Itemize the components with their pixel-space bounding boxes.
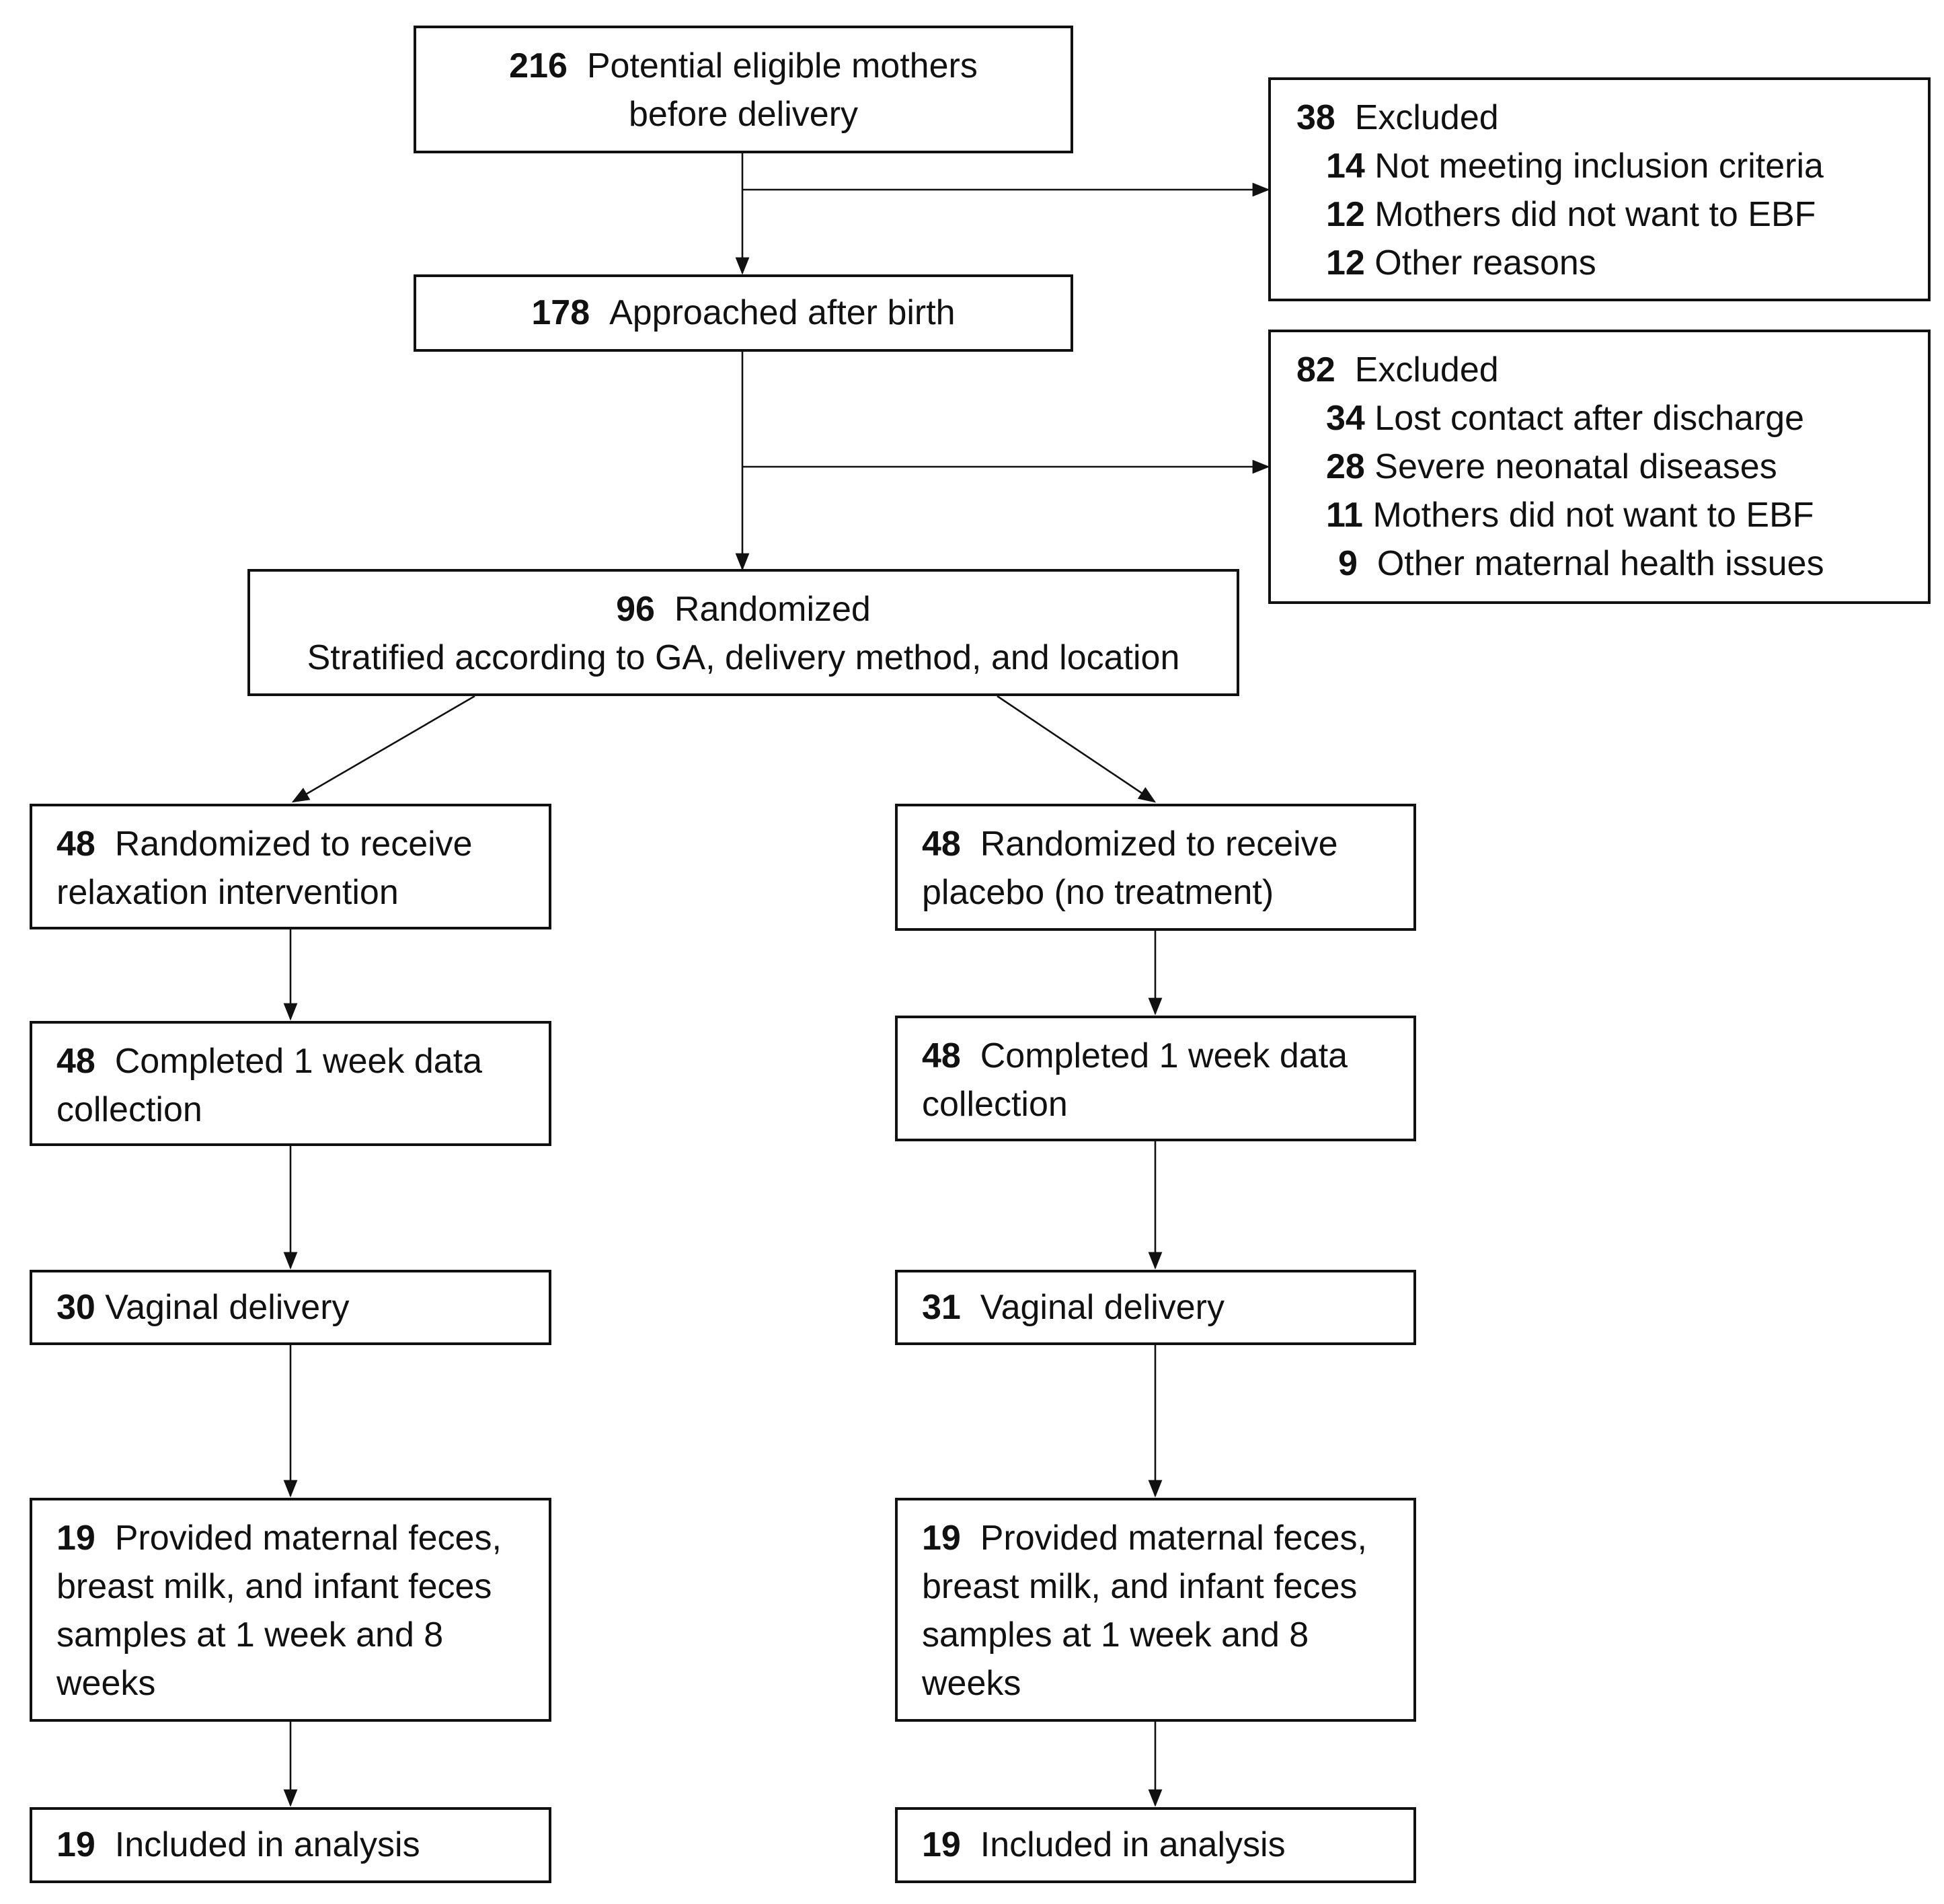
left-vaginal-count: 30 xyxy=(56,1288,95,1327)
right-samples-label-3: samples at 1 week and 8 xyxy=(922,1615,1309,1654)
excluded-box-2: 82 Excluded 34 Lost contact after discha… xyxy=(1268,330,1931,604)
right-vaginal-count: 31 xyxy=(922,1288,961,1327)
left-week1-line1: 48 Completed 1 week data xyxy=(32,1037,549,1086)
right-arm-line1: 48 Randomized to receive xyxy=(898,820,1413,868)
right-samples-line1: 19 Provided maternal feces, xyxy=(898,1514,1413,1562)
right-samples-count: 19 xyxy=(922,1519,961,1558)
randomized-label: Randomized xyxy=(674,590,871,629)
potential-label-2: before delivery xyxy=(628,95,859,134)
right-week1-label-1: Completed 1 week data xyxy=(980,1036,1348,1075)
left-week1-label-1: Completed 1 week data xyxy=(114,1042,483,1081)
excluded2-reason-label: Mothers did not want to EBF xyxy=(1372,496,1814,535)
left-analysis-label: Included in analysis xyxy=(114,1825,420,1864)
right-week1-count: 48 xyxy=(922,1036,961,1075)
potential-label-1: Potential eligible mothers xyxy=(586,46,978,85)
right-analysis-box: 19 Included in analysis xyxy=(895,1807,1416,1883)
excluded1-reason-count: 12 xyxy=(1326,243,1365,282)
right-vaginal-label: Vaginal delivery xyxy=(980,1288,1224,1327)
right-arm-count: 48 xyxy=(922,825,961,864)
excluded1-reason: 12 Other reasons xyxy=(1271,239,1928,287)
right-samples-box: 19 Provided maternal feces, breast milk,… xyxy=(895,1498,1416,1722)
right-vaginal-line: 31 Vaginal delivery xyxy=(898,1283,1413,1332)
right-analysis-line: 19 Included in analysis xyxy=(898,1821,1413,1869)
right-arm-label-1: Randomized to receive xyxy=(980,825,1338,864)
excluded2-count: 82 xyxy=(1296,350,1335,389)
arrow-randomized-to-left-arm xyxy=(291,695,475,803)
excluded1-reason: 12 Mothers did not want to EBF xyxy=(1271,190,1928,239)
excluded2-reason-count: 9 xyxy=(1338,544,1358,583)
left-vaginal-box: 30 Vaginal delivery xyxy=(30,1270,551,1345)
excluded1-label: Excluded xyxy=(1354,98,1499,137)
randomized-count: 96 xyxy=(616,590,655,629)
approached-line: 178 Approached after birth xyxy=(416,289,1071,337)
excluded2-reason: 11 Mothers did not want to EBF xyxy=(1271,491,1928,539)
excluded1-reason-label: Not meeting inclusion criteria xyxy=(1374,147,1824,186)
left-samples-label-3: samples at 1 week and 8 xyxy=(56,1615,444,1654)
left-analysis-count: 19 xyxy=(56,1825,95,1864)
approached-count: 178 xyxy=(531,293,590,332)
excluded1-heading: 38 Excluded xyxy=(1271,93,1928,142)
left-arm-label-2: relaxation intervention xyxy=(56,873,399,912)
right-arm-label-2: placebo (no treatment) xyxy=(922,873,1274,912)
right-week1-line1: 48 Completed 1 week data xyxy=(898,1032,1413,1080)
potential-eligible-box: 216 Potential eligible mothers before de… xyxy=(414,26,1073,153)
arrow-randomized-to-right-arm xyxy=(997,695,1157,803)
excluded2-reason-count: 28 xyxy=(1326,447,1365,486)
excluded1-reason-count: 12 xyxy=(1326,195,1365,234)
left-week1-count: 48 xyxy=(56,1042,95,1081)
right-samples-label-4: weeks xyxy=(922,1664,1021,1703)
right-week1-label-2: collection xyxy=(922,1085,1068,1124)
right-analysis-label: Included in analysis xyxy=(980,1825,1286,1864)
left-week1-box: 48 Completed 1 week data collection xyxy=(30,1021,551,1146)
potential-line1: 216 Potential eligible mothers xyxy=(416,42,1071,90)
excluded2-reason: 34 Lost contact after discharge xyxy=(1271,394,1928,443)
excluded2-reason-label: Lost contact after discharge xyxy=(1374,399,1805,438)
excluded-box-1: 38 Excluded 14 Not meeting inclusion cri… xyxy=(1268,77,1931,301)
left-samples-label-1: Provided maternal feces, xyxy=(114,1519,502,1558)
left-week1-label-2: collection xyxy=(56,1090,202,1129)
excluded1-reason-label: Other reasons xyxy=(1374,243,1596,282)
left-samples-label-4: weeks xyxy=(56,1664,156,1703)
left-samples-line1: 19 Provided maternal feces, xyxy=(32,1514,549,1562)
excluded2-reason-label: Other maternal health issues xyxy=(1376,544,1824,583)
approached-label: Approached after birth xyxy=(609,293,956,332)
excluded2-reason: 9 Other maternal health issues xyxy=(1271,539,1928,588)
left-analysis-line: 19 Included in analysis xyxy=(32,1821,549,1869)
excluded2-heading: 82 Excluded xyxy=(1271,346,1928,394)
right-samples-label-1: Provided maternal feces, xyxy=(980,1519,1367,1558)
left-samples-count: 19 xyxy=(56,1519,95,1558)
left-arm-box: 48 Randomized to receive relaxation inte… xyxy=(30,804,551,929)
left-samples-label-2: breast milk, and infant feces xyxy=(56,1567,492,1606)
excluded2-label: Excluded xyxy=(1354,350,1499,389)
left-arm-count: 48 xyxy=(56,825,95,864)
excluded2-reason-label: Severe neonatal diseases xyxy=(1374,447,1777,486)
left-arm-label-1: Randomized to receive xyxy=(114,825,473,864)
excluded1-reason-label: Mothers did not want to EBF xyxy=(1374,195,1816,234)
right-samples-label-2: breast milk, and infant feces xyxy=(922,1567,1358,1606)
excluded1-count: 38 xyxy=(1296,98,1335,137)
left-samples-box: 19 Provided maternal feces, breast milk,… xyxy=(30,1498,551,1722)
right-vaginal-box: 31 Vaginal delivery xyxy=(895,1270,1416,1345)
excluded2-reason-count: 11 xyxy=(1326,496,1363,535)
excluded2-reason-count: 34 xyxy=(1326,399,1365,438)
randomized-box: 96 Randomized Stratified according to GA… xyxy=(247,569,1239,696)
excluded1-reason: 14 Not meeting inclusion criteria xyxy=(1271,142,1928,190)
right-arm-box: 48 Randomized to receive placebo (no tre… xyxy=(895,804,1416,931)
excluded2-reason: 28 Severe neonatal diseases xyxy=(1271,443,1928,491)
left-vaginal-label: Vaginal delivery xyxy=(105,1288,350,1327)
excluded1-reason-count: 14 xyxy=(1326,147,1365,186)
left-analysis-box: 19 Included in analysis xyxy=(30,1807,551,1883)
left-vaginal-line: 30 Vaginal delivery xyxy=(32,1283,549,1332)
right-week1-box: 48 Completed 1 week data collection xyxy=(895,1016,1416,1141)
randomized-stratification: Stratified according to GA, delivery met… xyxy=(307,638,1180,677)
right-analysis-count: 19 xyxy=(922,1825,961,1864)
randomized-line1: 96 Randomized xyxy=(250,585,1237,634)
left-arm-line1: 48 Randomized to receive xyxy=(32,820,549,868)
potential-count: 216 xyxy=(509,46,568,85)
approached-box: 178 Approached after birth xyxy=(414,274,1073,352)
